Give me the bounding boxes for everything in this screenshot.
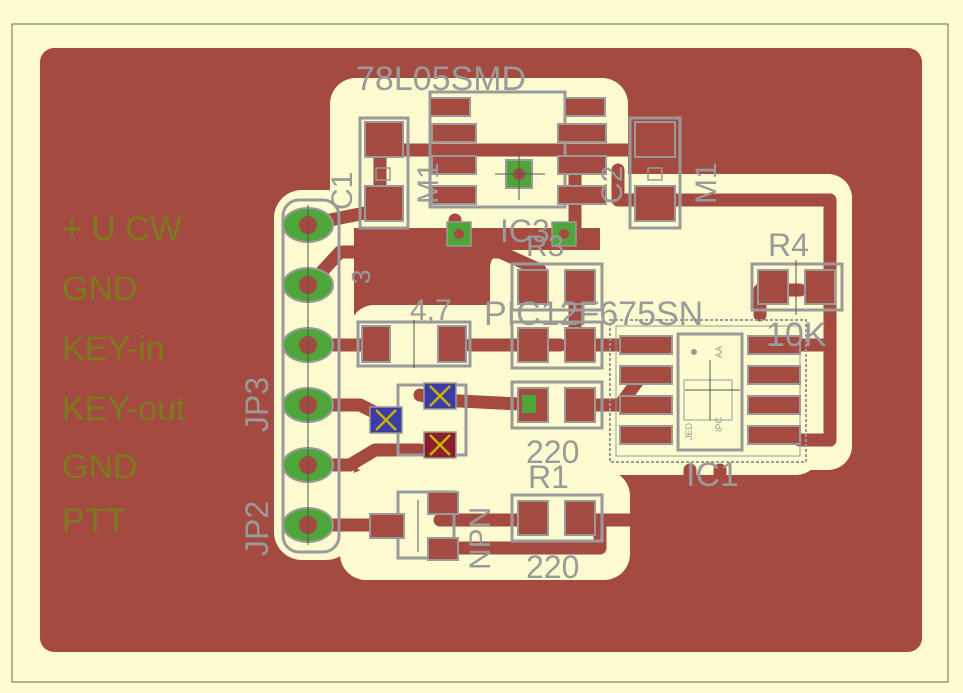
ic1-small-text-aa: AA xyxy=(714,346,724,358)
r1-name-label: R1 xyxy=(528,459,569,495)
r1-value-label: 220 xyxy=(526,549,579,585)
resistor-r2 xyxy=(510,320,604,430)
r2-value-label: 220 xyxy=(526,434,579,470)
c1-label: C1 xyxy=(326,172,359,210)
r4-value-label: 10K xyxy=(766,316,827,354)
board-outline xyxy=(11,23,949,683)
capacitor-c2 xyxy=(628,116,682,230)
regulator-value-label: 78L05SMD xyxy=(356,60,526,98)
npn-label: NPN xyxy=(464,507,497,570)
label-key-out: KEY-out xyxy=(62,390,186,428)
jp3-label: JP3 xyxy=(239,377,275,432)
label-ptt: PTT xyxy=(62,502,126,540)
connector-header xyxy=(281,198,341,554)
r3-name-label: R3 xyxy=(526,230,564,263)
r4-name-label: R4 xyxy=(768,227,809,263)
ic1-small-text-ipc: IPC xyxy=(714,416,724,432)
mcu-name-label: IC1 xyxy=(686,456,739,494)
regulator-ic3 xyxy=(428,90,607,209)
label-plus-u-cw: + U CW xyxy=(62,210,182,248)
resistor-r1 xyxy=(510,493,604,543)
capacitor-c1 xyxy=(358,116,410,230)
mcu-ic1: JED AA IPC xyxy=(609,319,807,463)
regulator-name-label: IC3 xyxy=(500,213,550,249)
transistor-vias xyxy=(369,382,468,459)
m1-left-label: M1 xyxy=(412,162,445,204)
regulator-vias xyxy=(446,221,577,247)
label-gnd-2: GND xyxy=(62,448,138,486)
capacitor-4-7 xyxy=(356,320,472,368)
resistor-r4 xyxy=(750,260,844,315)
pin-number-label: 3 xyxy=(346,270,376,284)
mcu-value-label: PIC12F675SN xyxy=(484,295,703,333)
transistor-npn xyxy=(369,490,459,561)
label-key-in: KEY-in xyxy=(62,330,165,368)
silkscreen-labels: 78L05SMD IC3 PIC12F675SN IC1 R4 10K R3 2… xyxy=(239,60,827,585)
jp2-label: JP2 xyxy=(239,501,275,556)
connector-labels: + U CW GND KEY-in KEY-out GND PTT xyxy=(62,210,186,540)
ic1-small-text-jed: JED xyxy=(684,422,694,440)
label-gnd-1: GND xyxy=(62,270,138,308)
resistor-r3 xyxy=(510,262,604,312)
cap-value-label: 4,7 xyxy=(410,294,452,327)
m1-right-label: M1 xyxy=(690,162,723,204)
c2-label: C2 xyxy=(596,166,629,204)
